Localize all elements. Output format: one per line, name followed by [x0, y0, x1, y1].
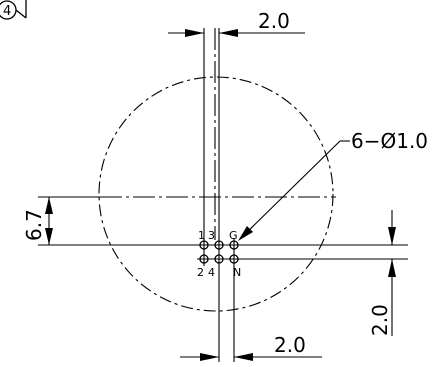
- pin-label-g: G: [229, 229, 238, 242]
- pin-crosshairs: [197, 238, 241, 266]
- left-dimension-value: 6.7: [22, 209, 46, 241]
- right-dimension: 2.0: [240, 210, 408, 336]
- left-arrow-bottom: [45, 228, 53, 245]
- top-dimension-value: 2.0: [258, 9, 290, 33]
- pin-label-3: 3: [208, 229, 215, 242]
- pin-label-1: 1: [198, 229, 205, 242]
- bottom-arrow-left: [200, 353, 219, 361]
- left-dimension: 6.7: [22, 196, 198, 246]
- right-arrow-bottom: [388, 259, 396, 277]
- bottom-arrow-right: [234, 353, 253, 361]
- hole-callout: 6−Ø1.0: [238, 129, 428, 241]
- balloon-number: 4: [3, 4, 11, 19]
- pin-labels: 1 3 G 2 4 N: [197, 229, 241, 279]
- bottom-dimension: 2.0: [180, 266, 322, 362]
- right-arrow-top: [388, 227, 396, 245]
- right-dimension-value: 2.0: [368, 304, 392, 336]
- bottom-dimension-value: 2.0: [274, 333, 306, 357]
- pin-label-4: 4: [208, 266, 215, 279]
- callout-text: 6−Ø1.0: [351, 129, 428, 153]
- balloon-leader: [15, 9, 27, 19]
- top-dimension: 2.0: [168, 9, 305, 240]
- callout-leader: [239, 140, 341, 240]
- pin-label-2: 2: [197, 266, 204, 279]
- top-arrow-left: [185, 29, 204, 37]
- left-arrow-top: [45, 197, 53, 214]
- item-balloon: 4: [0, 0, 27, 20]
- callout-arrow: [238, 226, 253, 241]
- outline-circle: [98, 76, 334, 312]
- pin-label-n: N: [233, 266, 241, 279]
- top-arrow-right: [219, 29, 238, 37]
- pin-holes: [197, 238, 241, 266]
